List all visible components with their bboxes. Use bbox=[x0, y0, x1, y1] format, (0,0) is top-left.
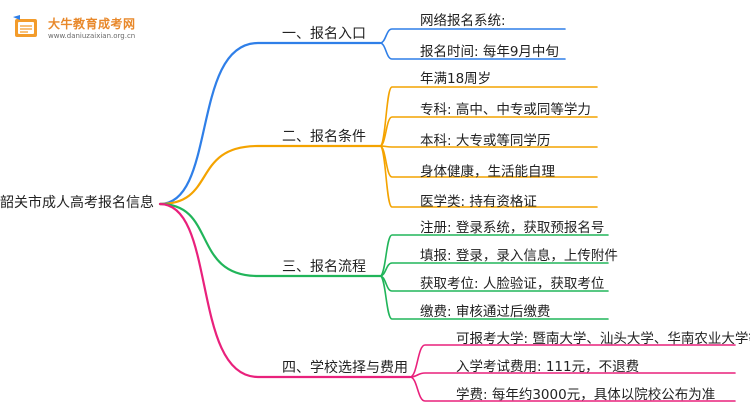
leaf-age-requirement: 年满18周岁 bbox=[420, 71, 492, 87]
leaf-medical-requirement: 医学类: 持有资格证 bbox=[420, 194, 537, 210]
logo-url: www.daniuzaixian.org.cn bbox=[48, 32, 136, 40]
root-topic: 韶关市成人高考报名信息 bbox=[0, 195, 154, 211]
branch-connector-3 bbox=[158, 202, 382, 278]
leaf-process-fill-in: 填报: 登录，录入信息，上传附件 bbox=[420, 248, 618, 264]
branch-connector-2 bbox=[158, 144, 382, 206]
leaf-exam-fee: 入学考试费用: 111元，不退费 bbox=[456, 359, 640, 375]
leaf-process-payment: 缴费: 审核通过后缴费 bbox=[420, 304, 551, 320]
leaf-bachelor-requirement: 本科: 大专或等同学历 bbox=[420, 133, 551, 149]
book-logo-icon bbox=[13, 15, 37, 37]
branch-schools-and-fees: 四、学校选择与费用 bbox=[282, 360, 408, 376]
leaf-junior-college-requirement: 专科: 高中、中专或同等学力 bbox=[420, 102, 591, 118]
leaf-connector-4-3 bbox=[409, 376, 736, 402]
site-logo: 大牛教育成考网 www.daniuzaixian.org.cn bbox=[10, 10, 148, 46]
leaf-health-requirement: 身体健康，生活能自理 bbox=[420, 164, 555, 180]
leaf-connector-1-2 bbox=[379, 42, 566, 60]
leaf-tuition: 学费: 每年约3000元，具体以院校公布为准 bbox=[456, 387, 716, 403]
leaf-connector-3-4 bbox=[379, 275, 609, 320]
branch-connector-4 bbox=[158, 202, 412, 379]
leaf-connector-3-1 bbox=[379, 234, 609, 277]
leaf-connector-3-2 bbox=[379, 262, 609, 277]
logo-name: 大牛教育成考网 bbox=[48, 17, 136, 31]
leaf-connector-2-5 bbox=[379, 145, 598, 208]
leaf-process-seat: 获取考位: 人脸验证，获取考位 bbox=[420, 276, 605, 292]
leaf-connector-2-2 bbox=[379, 116, 598, 147]
leaf-available-universities: 可报考大学: 暨南大学、汕头大学、华南农业大学等 bbox=[456, 331, 750, 347]
leaf-registration-system: 网络报名系统: bbox=[420, 13, 506, 29]
leaf-registration-time: 报名时间: 每年9月中旬 bbox=[420, 44, 559, 60]
leaf-connector-4-1 bbox=[409, 344, 736, 378]
leaf-process-register: 注册: 登录系统，获取预报名号 bbox=[420, 220, 605, 236]
branch-process: 三、报名流程 bbox=[282, 259, 366, 275]
branch-connector-1 bbox=[158, 41, 382, 206]
branch-registration-entry: 一、报名入口 bbox=[282, 26, 366, 42]
branch-requirements: 二、报名条件 bbox=[282, 129, 366, 145]
leaf-connector-1-1 bbox=[379, 28, 566, 44]
